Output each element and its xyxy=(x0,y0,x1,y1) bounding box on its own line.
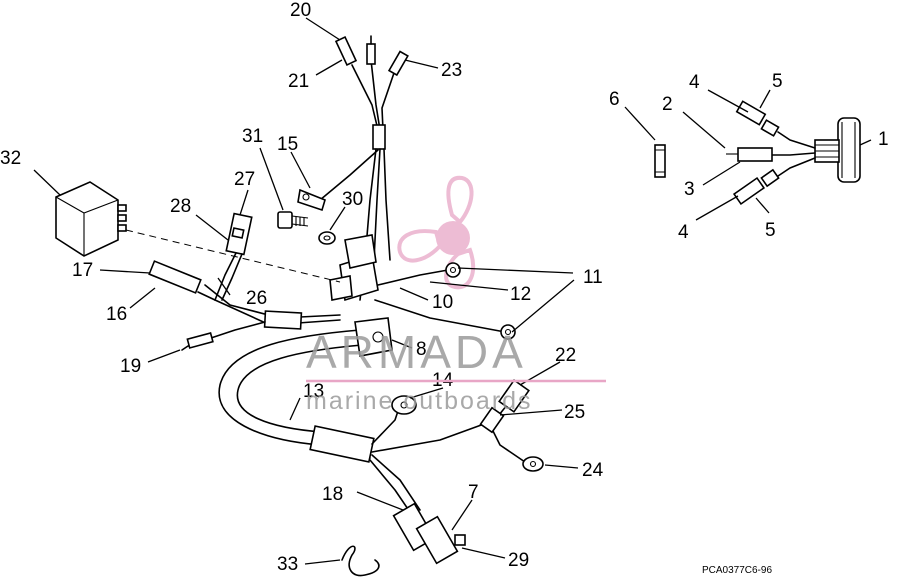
callout-8: 8 xyxy=(416,339,427,360)
callout-16: 16 xyxy=(106,304,127,325)
callout-24: 24 xyxy=(582,460,604,481)
callout-3: 3 xyxy=(684,179,695,200)
callout-31: 31 xyxy=(242,126,263,147)
callout-22: 22 xyxy=(555,345,576,366)
connector-16-17 xyxy=(148,260,216,301)
callout-5-top: 5 xyxy=(772,71,783,92)
callout-15: 15 xyxy=(277,134,298,155)
callout-33: 33 xyxy=(277,554,298,575)
terminal-block xyxy=(329,234,393,357)
connector-19 xyxy=(181,332,214,351)
fuse-holder xyxy=(479,379,530,434)
callout-32: 32 xyxy=(0,148,21,169)
callout-11: 11 xyxy=(583,267,603,288)
watermark: ARMADA marine outboards xyxy=(306,326,606,415)
callout-21: 21 xyxy=(288,71,309,92)
callout-19: 19 xyxy=(120,356,141,377)
callout-1: 1 xyxy=(878,129,889,150)
ring-terminals xyxy=(297,188,544,472)
top-connectors xyxy=(334,35,409,77)
callout-20: 20 xyxy=(290,0,311,21)
callout-23: 23 xyxy=(441,60,462,81)
watermark-propeller-icon xyxy=(397,175,476,290)
watermark-brand: ARMADA xyxy=(306,326,527,378)
callout-18: 18 xyxy=(322,484,343,505)
callout-4-bottom: 4 xyxy=(678,222,689,243)
leader-lines xyxy=(33,17,872,565)
callout-25: 25 xyxy=(564,402,585,423)
callout-29: 29 xyxy=(508,550,529,571)
callout-12: 12 xyxy=(510,284,531,305)
callout-4-top: 4 xyxy=(689,72,700,93)
callout-2: 2 xyxy=(662,94,673,115)
spring-clip xyxy=(341,545,380,577)
wire-harness xyxy=(204,59,526,516)
callout-30: 30 xyxy=(342,189,363,210)
callout-13: 13 xyxy=(303,381,324,402)
callout-10: 10 xyxy=(432,292,453,313)
callout-5-bottom: 5 xyxy=(765,220,776,241)
watermark-tagline: marine outboards xyxy=(306,387,533,415)
drawing-code: PCA0377C xyxy=(702,565,752,576)
callout-27: 27 xyxy=(234,169,255,190)
connector-27 xyxy=(214,212,253,301)
callout-labels: 20 21 23 15 31 30 27 28 32 17 26 16 19 1… xyxy=(0,0,889,575)
screw-and-washer xyxy=(277,211,336,245)
callout-7: 7 xyxy=(468,482,479,503)
callout-17: 17 xyxy=(72,260,93,281)
connector-7 xyxy=(392,502,466,565)
drawing-date: 6-96 xyxy=(752,565,772,576)
relay xyxy=(55,181,127,257)
callout-6: 6 xyxy=(609,89,620,110)
plug-assembly xyxy=(654,100,861,206)
callout-28: 28 xyxy=(170,196,191,217)
callout-26: 26 xyxy=(246,288,267,309)
relay-mounting-line xyxy=(125,229,341,283)
